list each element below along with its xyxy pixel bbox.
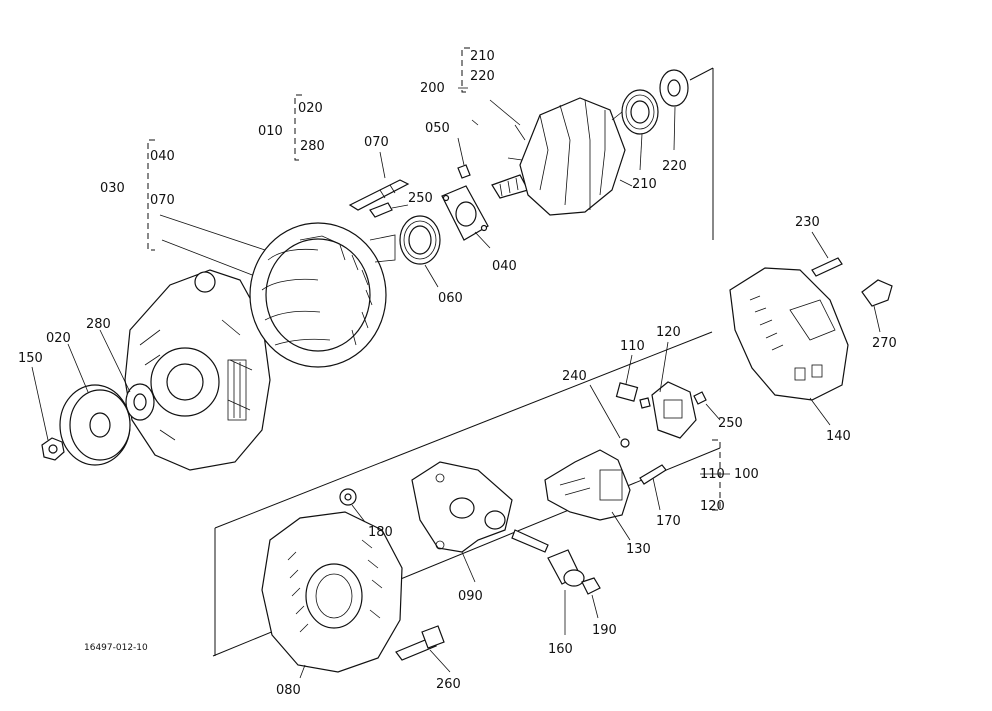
part-labels: 210 220 200 020 010 280 070 050 040 030 … bbox=[18, 49, 897, 698]
stud-and-bolt bbox=[348, 179, 410, 218]
label-080: 080 bbox=[276, 683, 301, 698]
label-070-stud: 070 bbox=[364, 135, 389, 150]
label-040-retainer: 040 bbox=[492, 259, 517, 274]
label-090: 090 bbox=[458, 589, 483, 604]
label-010: 010 bbox=[258, 124, 283, 139]
label-140: 140 bbox=[826, 429, 851, 444]
label-220-cover: 220 bbox=[662, 159, 687, 174]
drawing-code: 16497-012-10 bbox=[84, 643, 148, 653]
brush-holder bbox=[615, 381, 707, 448]
label-240: 240 bbox=[562, 369, 587, 384]
label-280-group: 280 bbox=[300, 139, 325, 154]
bearing-060 bbox=[399, 215, 441, 265]
label-160: 160 bbox=[548, 642, 573, 657]
label-120-group: 120 bbox=[700, 499, 725, 514]
label-230: 230 bbox=[795, 215, 820, 230]
regulator bbox=[544, 449, 667, 521]
rectifier bbox=[411, 461, 549, 553]
label-220-group: 220 bbox=[470, 69, 495, 84]
label-260: 260 bbox=[436, 677, 461, 692]
label-110-brush: 110 bbox=[620, 339, 645, 354]
label-050: 050 bbox=[425, 121, 450, 136]
label-070-group: 070 bbox=[150, 193, 175, 208]
rear-bearing-and-cover bbox=[621, 69, 689, 135]
label-280-spacer: 280 bbox=[86, 317, 111, 332]
label-130: 130 bbox=[626, 542, 651, 557]
label-020-group: 020 bbox=[298, 101, 323, 116]
label-190: 190 bbox=[592, 623, 617, 638]
bearing-retainer bbox=[441, 164, 489, 241]
label-250-bolt: 250 bbox=[408, 191, 433, 206]
label-040-group: 040 bbox=[150, 149, 175, 164]
label-170: 170 bbox=[656, 514, 681, 529]
drive-end-frame bbox=[124, 269, 271, 471]
label-210-group: 210 bbox=[470, 49, 495, 64]
pulley-assembly bbox=[41, 383, 155, 466]
terminal-parts bbox=[547, 549, 601, 595]
stator bbox=[249, 222, 396, 368]
label-020-pulley: 020 bbox=[46, 331, 71, 346]
label-270: 270 bbox=[872, 336, 897, 351]
rotor bbox=[491, 97, 633, 216]
label-110-group: 110 bbox=[700, 467, 725, 482]
group-brackets bbox=[147, 47, 721, 511]
label-200: 200 bbox=[420, 81, 445, 96]
label-150: 150 bbox=[18, 351, 43, 366]
label-100: 100 bbox=[734, 467, 759, 482]
label-120-holder: 120 bbox=[656, 325, 681, 340]
label-060: 060 bbox=[438, 291, 463, 306]
label-030: 030 bbox=[100, 181, 125, 196]
leader-lines bbox=[31, 87, 881, 679]
rear-cover bbox=[729, 257, 893, 401]
label-180: 180 bbox=[368, 525, 393, 540]
label-210-bearing: 210 bbox=[632, 177, 657, 192]
label-250-screw: 250 bbox=[718, 416, 743, 431]
rear-end-frame bbox=[261, 488, 445, 673]
